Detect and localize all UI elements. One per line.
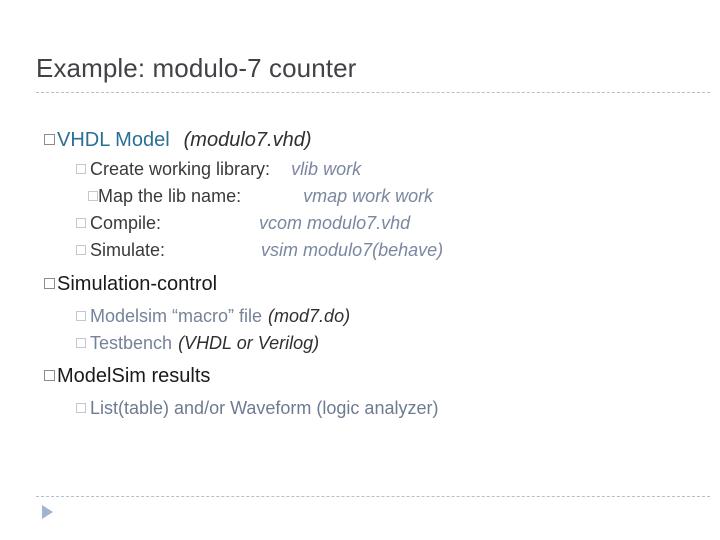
- bullet-square-icon: [44, 370, 55, 381]
- bullet-label: Compile:: [90, 213, 162, 233]
- bullet-square-icon: [44, 278, 55, 289]
- bullet-square-icon: [76, 218, 86, 228]
- bullet-label: ModelSim results: [57, 365, 211, 387]
- bullet-vhdl-model[interactable]: VHDL Model (modulo7.vhd): [0, 124, 720, 156]
- bullet-label: Map the lib name:: [98, 186, 242, 206]
- bullet-label: VHDL Model: [57, 129, 170, 151]
- bullet-simulation-control[interactable]: Simulation-control: [0, 268, 720, 300]
- bullet-label: Modelsim “macro” file: [90, 306, 263, 326]
- bullet-square-icon: [44, 134, 55, 145]
- bullet-label: Create working library:: [90, 159, 271, 179]
- bullet-square-icon: [76, 338, 86, 348]
- bullet-modelsim-results[interactable]: ModelSim results: [0, 360, 720, 392]
- play-triangle-icon[interactable]: [42, 505, 53, 519]
- bullet-note: (mod7.do): [268, 306, 351, 326]
- bullet-command: vsim modulo7(behave): [261, 240, 444, 260]
- bullet-note: (modulo7.vhd): [183, 129, 312, 151]
- bullet-label: Testbench: [90, 333, 173, 353]
- bullet-square-icon: [76, 311, 86, 321]
- bullet-square-icon: [76, 403, 86, 413]
- bullet-note: (VHDL or Verilog): [178, 333, 320, 353]
- page-title: Example: modulo-7 counter: [36, 53, 357, 83]
- bullet-map-lib-name[interactable]: Map the lib name: vmap work work: [0, 183, 720, 210]
- footer-divider: [36, 496, 710, 497]
- bullet-command: vcom modulo7.vhd: [259, 213, 411, 233]
- bullet-command: vmap work work: [303, 186, 434, 206]
- bullet-create-working-library[interactable]: Create working library: vlib work: [0, 156, 720, 183]
- bullet-label: Simulate:: [90, 240, 166, 260]
- bullet-command: vlib work: [291, 159, 362, 179]
- bullet-list: VHDL Model (modulo7.vhd) Create working l…: [0, 124, 720, 422]
- bullet-compile[interactable]: Compile: vcom modulo7.vhd: [0, 210, 720, 237]
- bullet-square-icon: [76, 245, 86, 255]
- bullet-square-icon: [76, 164, 86, 174]
- bullet-label: Simulation-control: [57, 273, 218, 295]
- bullet-testbench[interactable]: Testbench(VHDL or Verilog): [0, 330, 720, 357]
- bullet-modelsim-macro-file[interactable]: Modelsim “macro” file(mod7.do): [0, 303, 720, 330]
- title-divider: [36, 92, 710, 93]
- bullet-label: List(table) and/or Waveform (logic analy…: [90, 398, 439, 418]
- bullet-simulate[interactable]: Simulate: vsim modulo7(behave): [0, 237, 720, 264]
- bullet-list-waveform[interactable]: List(table) and/or Waveform (logic analy…: [0, 395, 720, 422]
- bullet-square-icon: [88, 191, 98, 201]
